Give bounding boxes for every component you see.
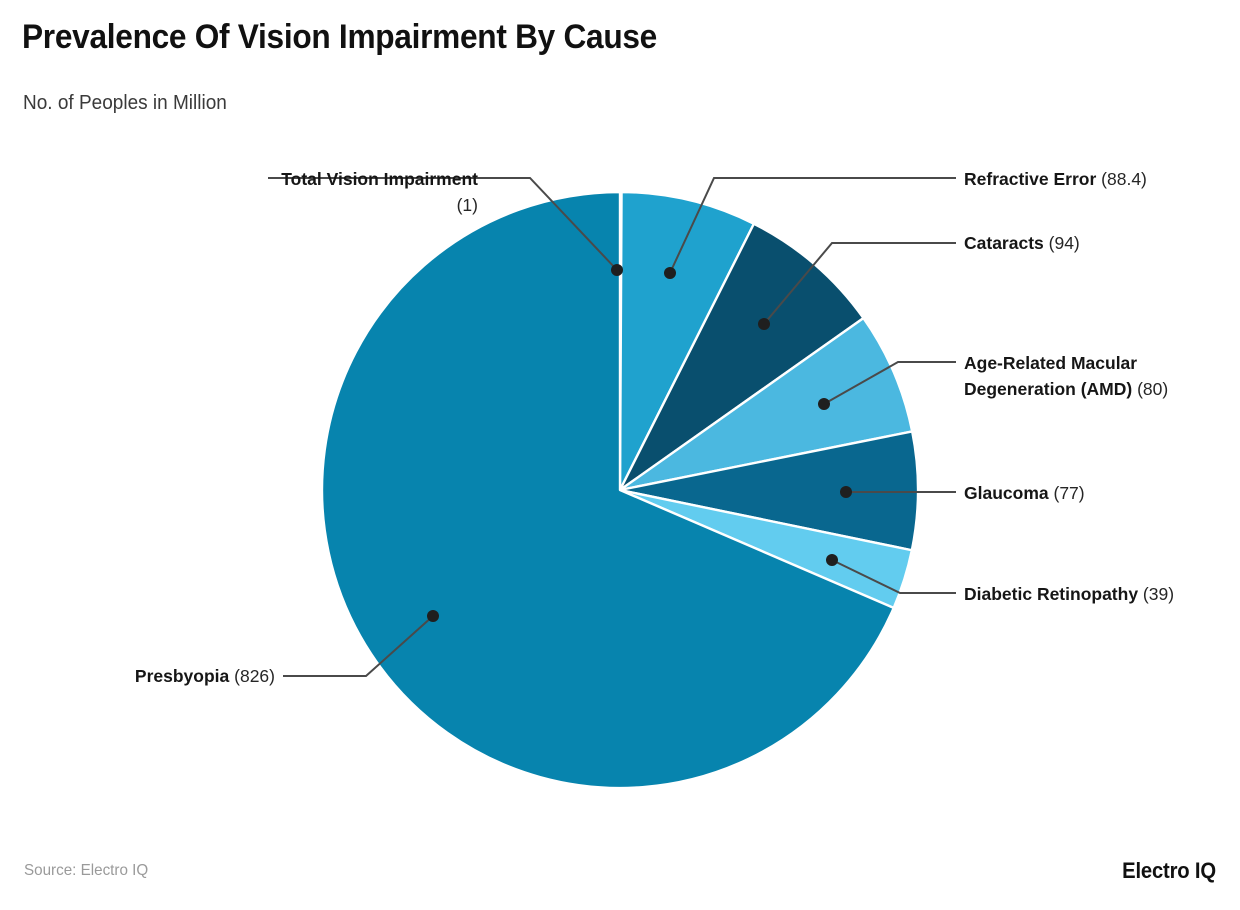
leader-line-group [268, 177, 956, 677]
pie-slice-label-value: (77) [1048, 483, 1085, 503]
pie-slice-label: Glaucoma (77) [964, 480, 1240, 506]
pie-slice-label: Total Vision Impairment (1) [268, 166, 478, 218]
leader-dot [818, 398, 830, 410]
pie-slice[interactable] [618, 190, 756, 492]
pie-slice-label-name: Presbyopia [134, 666, 230, 686]
leader-dot [758, 318, 770, 330]
pie-slice-label-name: Cataracts [964, 233, 1044, 253]
pie-slice-label-value: (88.4) [1096, 169, 1147, 189]
leader-dot [826, 554, 838, 566]
pie-slice-label-name: Diabetic Retinopathy [964, 584, 1139, 604]
pie-slice[interactable] [618, 430, 920, 552]
leader-dot [611, 264, 623, 276]
pie-slice[interactable] [320, 190, 895, 790]
leader-dot [664, 267, 676, 279]
pie-slice-label: Age-Related Macular Degeneration (AMD) (… [964, 350, 1236, 402]
pie-slice-label-name: Glaucoma [964, 483, 1049, 503]
pie-slice-label: Diabetic Retinopathy (39) [964, 581, 1236, 607]
pie-slice-label: Cataracts (94) [964, 230, 1240, 256]
source-note: Source: Electro IQ [24, 862, 149, 879]
pie-slice-label-value: (39) [1138, 584, 1175, 604]
pie-slice-label-name: Age-Related Macular Degeneration (AMD) [964, 353, 1138, 399]
page-title: Prevalence Of Vision Impairment By Cause [22, 18, 657, 56]
leader-line [823, 361, 956, 405]
leader-line [283, 615, 434, 677]
leader-dot [427, 610, 439, 622]
pie-slice-label-value: (1) [456, 195, 478, 215]
pie-slice-label-value: (94) [1043, 233, 1080, 253]
leader-dot [840, 486, 852, 498]
pie-slice-label-value: (80) [1132, 379, 1169, 399]
pie-slice-label: Refractive Error (88.4) [964, 166, 1240, 192]
pie-slice-label-name: Total Vision Impairment [281, 169, 478, 189]
chart-subtitle: No. of Peoples in Million [23, 92, 227, 114]
leader-line [268, 177, 618, 271]
pie-slice-label-name: Refractive Error [964, 169, 1097, 189]
leader-line [831, 559, 956, 594]
brand-logo: Electro IQ [1122, 858, 1216, 883]
pie-slice-label: Presbyopia (826) [60, 663, 275, 689]
leader-line [763, 242, 956, 325]
pie-slice-group [320, 190, 920, 790]
leader-line [669, 177, 956, 274]
pie-slice[interactable] [618, 316, 914, 492]
pie-slice-label-value: (826) [229, 666, 275, 686]
leader-dot-group [427, 264, 852, 622]
